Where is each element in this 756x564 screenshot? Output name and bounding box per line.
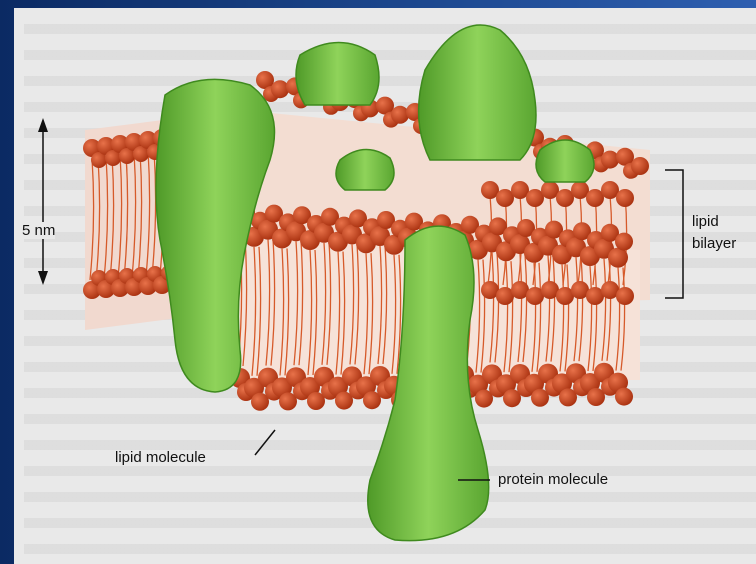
lipid-head xyxy=(615,388,633,406)
lipid-molecule-label: lipid molecule xyxy=(115,449,206,466)
lipid-head xyxy=(615,233,633,251)
protein-molecule-label: protein molecule xyxy=(498,471,608,488)
lipid-head xyxy=(391,106,409,124)
thickness-arrowhead-top xyxy=(38,118,48,132)
bilayer-label-line1: lipid xyxy=(692,213,719,230)
bilayer-bracket xyxy=(665,170,683,298)
lipid-head xyxy=(616,287,634,305)
lipid-head xyxy=(631,157,649,175)
bilayer-label-line2: bilayer xyxy=(692,235,736,252)
thickness-label: 5 nm xyxy=(22,222,55,239)
lipid-head xyxy=(601,151,619,169)
lipid-head xyxy=(608,248,628,268)
thickness-arrowhead-bottom xyxy=(38,271,48,285)
protein-molecule-top-right xyxy=(419,25,536,160)
lipid-head xyxy=(271,80,289,98)
protein-molecule-small-right xyxy=(536,140,594,182)
protein-molecule-top-center xyxy=(296,43,379,106)
lipid-molecule-pointer xyxy=(255,430,275,455)
lipid-head xyxy=(616,189,634,207)
